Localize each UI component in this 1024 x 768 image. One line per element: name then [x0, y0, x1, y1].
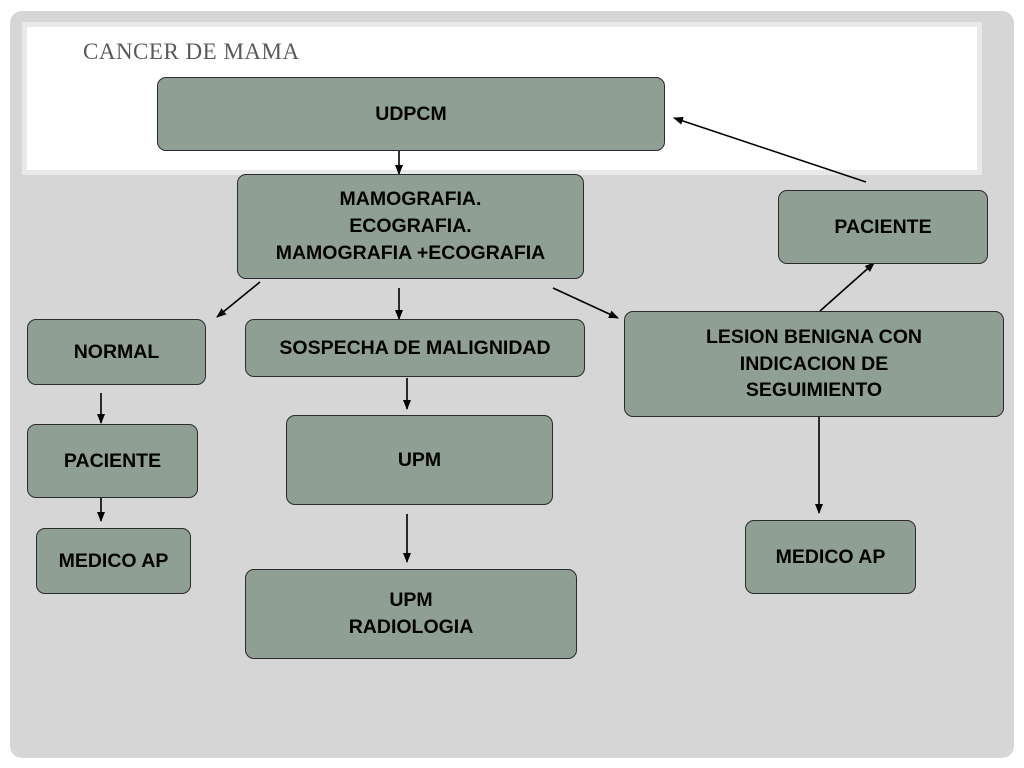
node-medico-ap-right: MEDICO AP	[745, 520, 916, 594]
arrow-estudios-to-lesion	[552, 287, 619, 319]
node-udpcm: UDPCM	[157, 77, 665, 151]
node-estudios: MAMOGRAFIA. ECOGRAFIA. MAMOGRAFIA +ECOGR…	[237, 174, 584, 279]
node-paciente-left: PACIENTE	[27, 424, 198, 498]
arrow-paciente-to-udpcm	[673, 117, 867, 183]
slide-title: CANCER DE MAMA	[83, 39, 300, 64]
node-sospecha: SOSPECHA DE MALIGNIDAD	[245, 319, 585, 377]
node-lesion-benigna: LESION BENIGNA CON INDICACION DE SEGUIMI…	[624, 311, 1004, 417]
node-medico-ap-left: MEDICO AP	[36, 528, 191, 594]
arrow-lesion-to-paciente	[819, 262, 875, 312]
arrow-estudios-to-normal	[216, 281, 261, 318]
node-upm: UPM	[286, 415, 553, 505]
node-normal: NORMAL	[27, 319, 206, 385]
node-paciente-right: PACIENTE	[778, 190, 988, 264]
node-upm-radiologia: UPM RADIOLOGIA	[245, 569, 577, 659]
